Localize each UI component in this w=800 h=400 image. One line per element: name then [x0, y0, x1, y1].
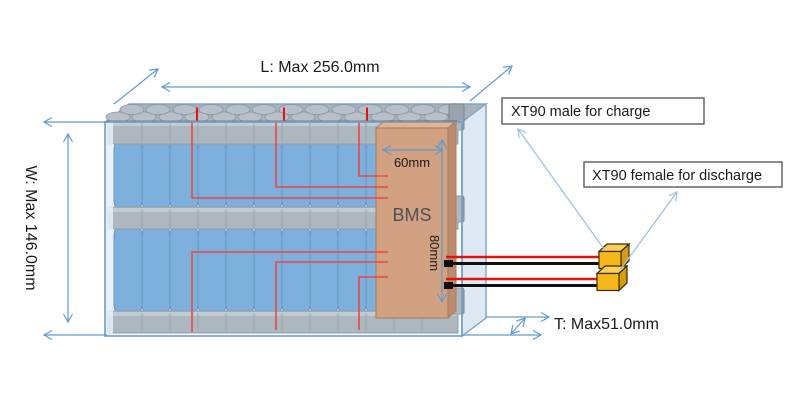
- discharge-connector: [595, 264, 629, 292]
- bms-width-dimension: 60mm: [382, 144, 444, 170]
- pack-right-face: [461, 102, 487, 338]
- bms-width-label: 60mm: [394, 155, 430, 170]
- bms-label: BMS: [392, 205, 431, 225]
- thickness-dimension: T: Max51.0mm: [462, 311, 659, 341]
- width-dimension: W: Max 146.0mm: [22, 116, 107, 341]
- length-dimension: L: Max 256.0mm: [113, 59, 516, 105]
- discharge-callout: XT90 female for discharge: [583, 161, 783, 271]
- charge-callout: XT90 male for charge: [501, 97, 705, 250]
- bms-height-dimension: 80mm: [427, 139, 448, 303]
- width-dimension-label: W: Max 146.0mm: [22, 165, 39, 290]
- discharge-callout-label: XT90 female for discharge: [592, 168, 762, 184]
- cell-row-top: [113, 137, 451, 213]
- discharge-callout-box: [583, 161, 783, 188]
- case-front: [104, 121, 463, 337]
- bms-height-label: 80mm: [427, 235, 442, 271]
- bms-front-face: [375, 127, 449, 319]
- pack-top-face: [102, 103, 489, 126]
- cell-top-ellipses: [105, 104, 463, 123]
- thickness-dimension-label: T: Max51.0mm: [554, 316, 659, 333]
- balance-tap-marks: [196, 107, 451, 126]
- balance-wires: [191, 122, 388, 332]
- power-wires: [444, 255, 600, 289]
- length-dimension-label: L: Max 256.0mm: [260, 59, 379, 76]
- charge-callout-label: XT90 male for charge: [511, 104, 650, 120]
- charge-callout-box: [501, 97, 705, 125]
- bms-board: BMS: [374, 119, 458, 320]
